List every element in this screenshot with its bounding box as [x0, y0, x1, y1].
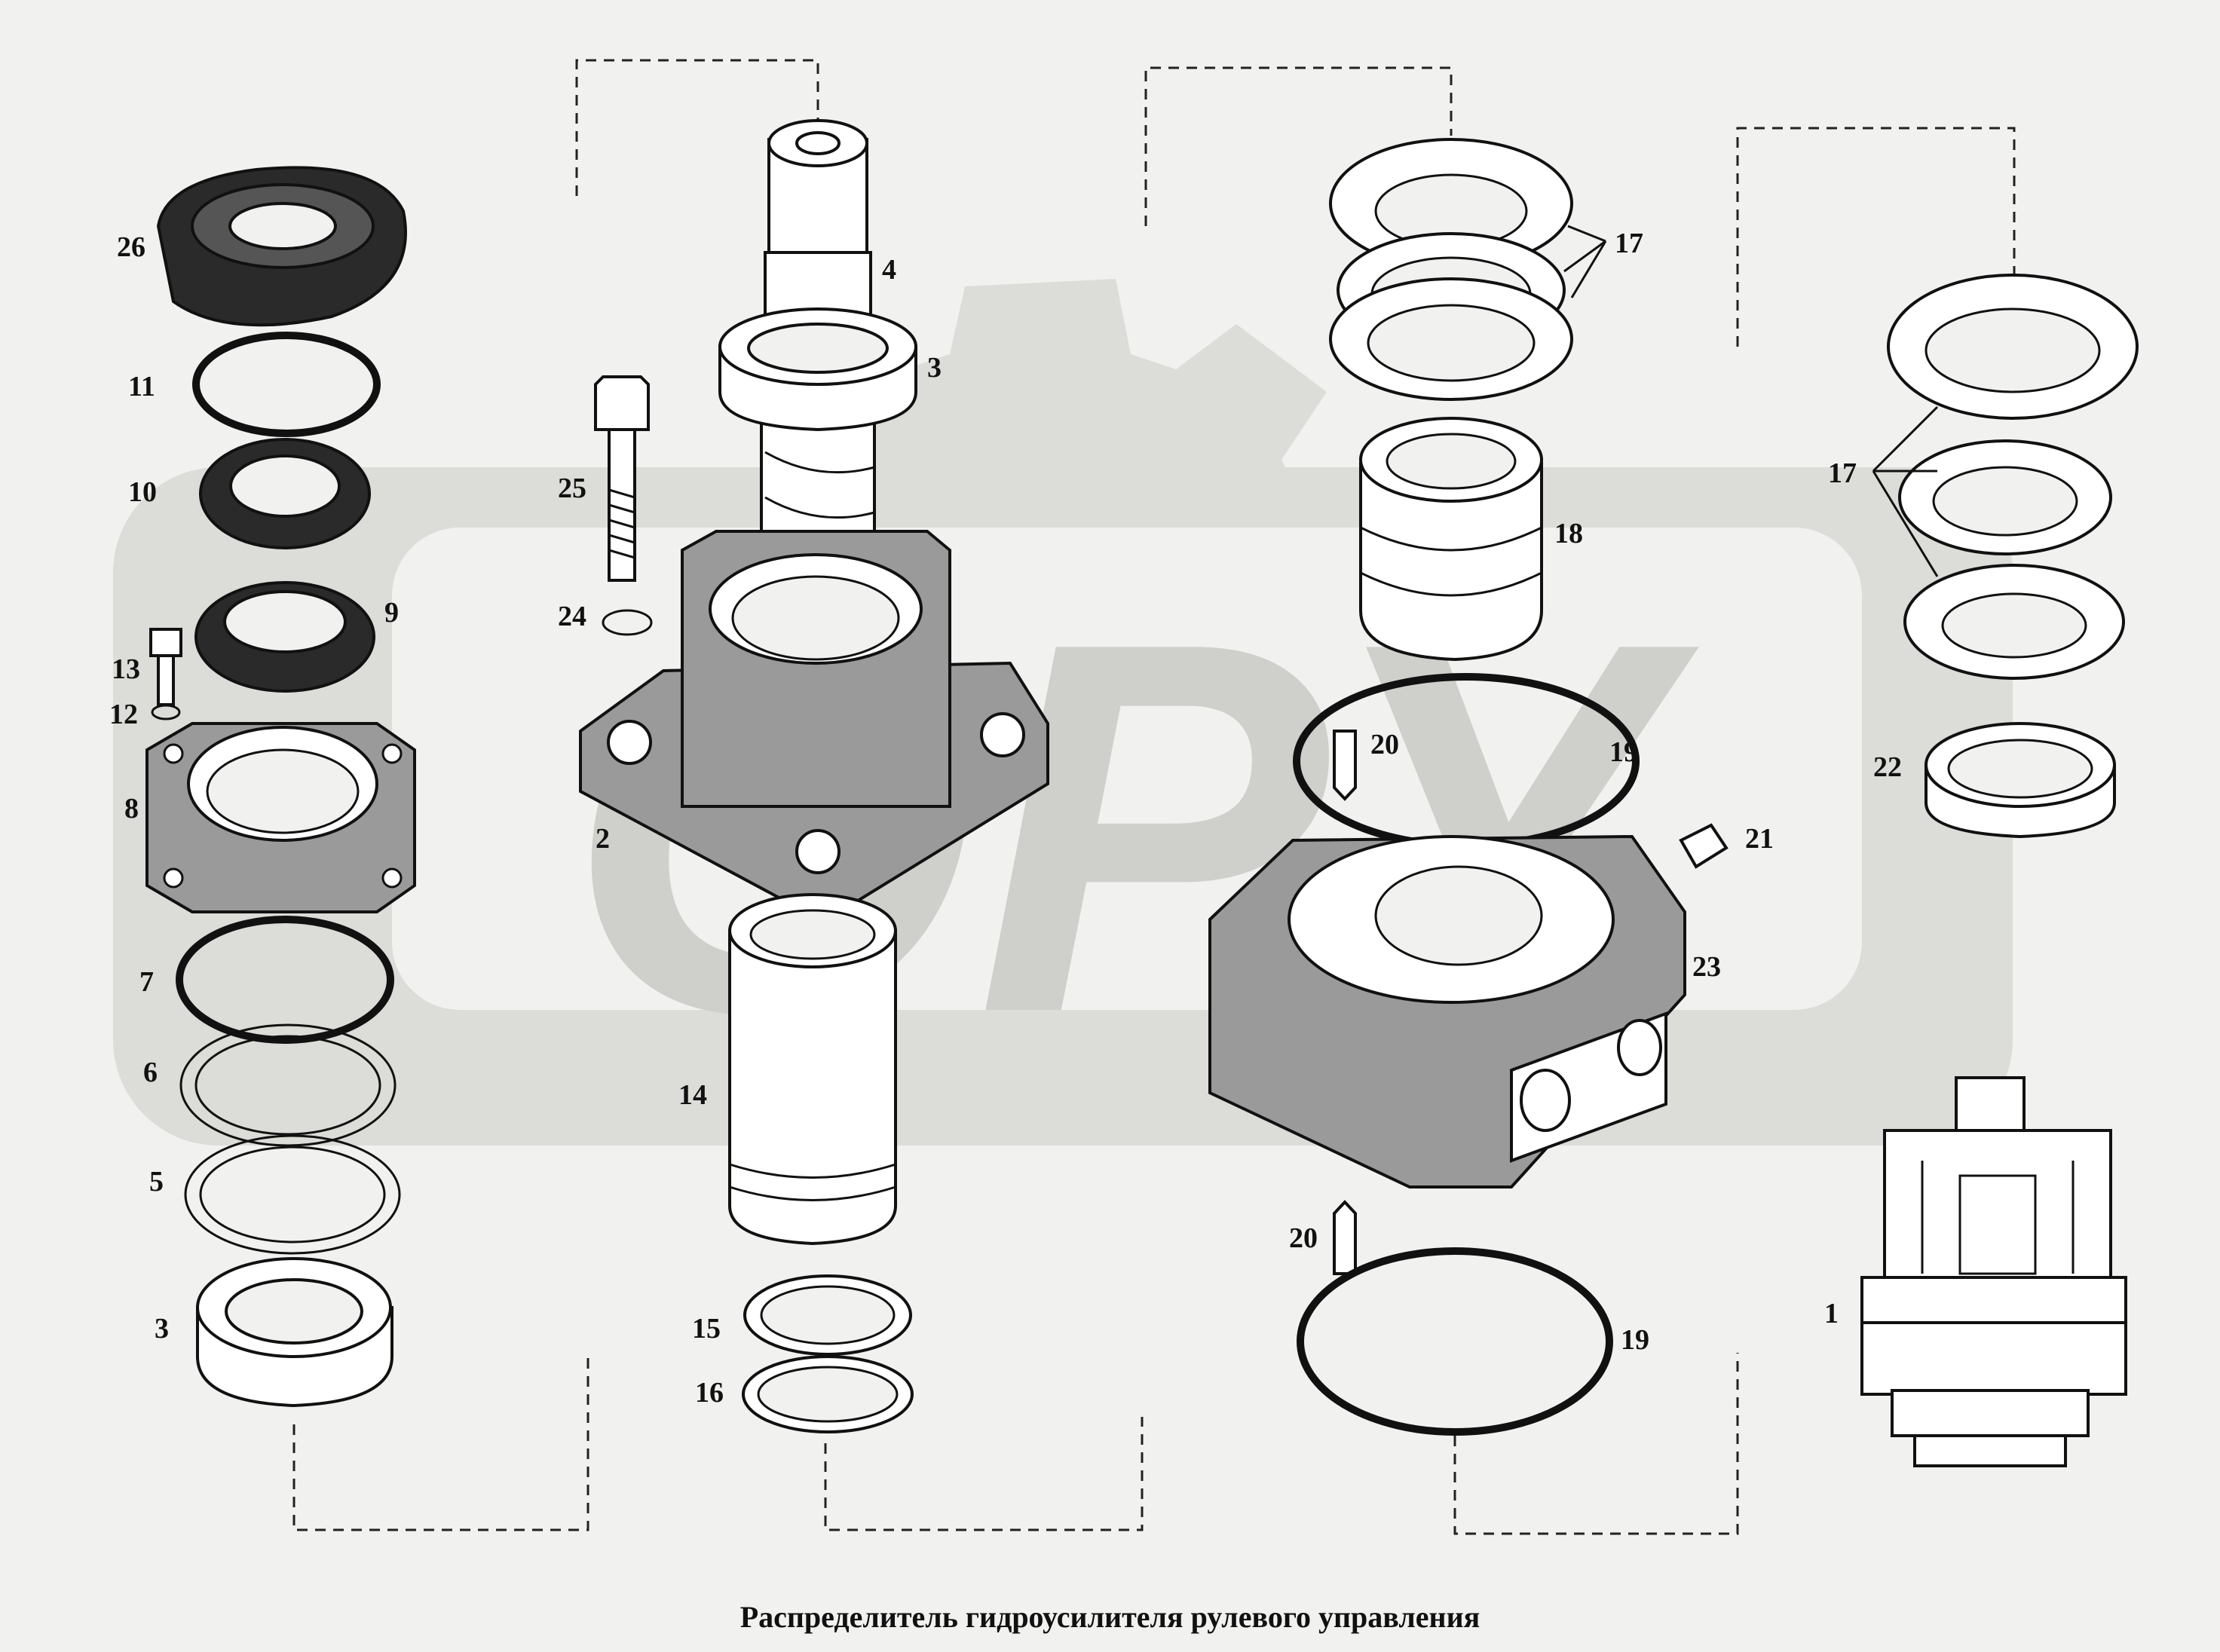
callout-21: 21: [1745, 823, 1774, 855]
callout-23: 23: [1692, 951, 1721, 983]
part-17-thrust-bearing-upper: [1329, 138, 1573, 401]
part-9-seal: [194, 581, 375, 693]
callout-19-upper: 19: [1609, 736, 1638, 768]
callout-22: 22: [1873, 751, 1902, 783]
callout-18: 18: [1554, 518, 1583, 549]
part-14-sleeve: [728, 893, 897, 1246]
part-16-ring: [742, 1355, 914, 1433]
callout-3-upper: 3: [927, 352, 942, 384]
callout-26: 26: [117, 231, 145, 263]
part-22-nut: [1925, 722, 2116, 839]
part-15-ring: [743, 1274, 912, 1356]
callout-15: 15: [692, 1313, 721, 1345]
callout-4: 4: [882, 254, 896, 286]
callout-16: 16: [695, 1377, 724, 1409]
part-20-pin-lower: [1333, 1200, 1357, 1275]
part-6-washer: [179, 1023, 397, 1147]
part-7-o-ring: [176, 916, 394, 1044]
callout-11: 11: [128, 371, 155, 402]
part-10-seal: [199, 438, 371, 549]
part-18-spacer-stack: [1359, 417, 1543, 662]
part-25-bolt: [594, 375, 650, 582]
callout-12: 12: [109, 699, 138, 730]
callout-25: 25: [558, 473, 586, 504]
callout-8: 8: [124, 793, 139, 824]
callout-arrows: [1563, 225, 1939, 577]
arrow-17-upper: [1563, 225, 1607, 298]
part-8-flange: [145, 722, 416, 913]
callout-9: 9: [384, 597, 399, 629]
callout-2: 2: [596, 823, 610, 855]
watermark-logo: ОРУ: [113, 279, 2013, 1146]
callout-7: 7: [139, 966, 154, 998]
part-1-valve-assembly: [1860, 1076, 2127, 1467]
callouts: 26 11 10 9 13 12 8 7 6 5 3 4 3 25 24 2 1…: [109, 228, 1902, 1409]
callout-6: 6: [143, 1057, 158, 1088]
part-26-oil-seal: [156, 166, 407, 327]
leader-shaft-top: [575, 59, 819, 196]
callout-5: 5: [149, 1166, 164, 1198]
leader-center-bottom: [824, 1417, 1144, 1531]
leader-lines: [292, 59, 2016, 1535]
part-2-housing: [579, 530, 1049, 906]
callout-10: 10: [128, 476, 157, 508]
part-11-snap-ring: [192, 332, 381, 437]
part-12-washer: [151, 704, 181, 720]
callout-17-right: 17: [1828, 457, 1857, 489]
part-5-washer: [184, 1134, 401, 1255]
part-21-plug: [1679, 823, 1729, 869]
part-20-pin-upper: [1333, 730, 1357, 801]
callout-19-lower: 19: [1621, 1324, 1649, 1356]
leader-right-bottom: [1453, 1353, 1739, 1535]
callout-13: 13: [112, 653, 140, 685]
part-3-bearing-lower: [196, 1257, 393, 1408]
callout-20-lower: 20: [1289, 1222, 1318, 1254]
callout-20-upper: 20: [1370, 729, 1399, 760]
arrow-17-right: [1872, 405, 1939, 577]
callout-1: 1: [1824, 1298, 1839, 1329]
callout-14: 14: [678, 1079, 707, 1111]
diagram-caption: Распределитель гидроусилителя рулевого у…: [739, 1600, 1481, 1634]
part-17-thrust-bearing-right: [1887, 274, 2139, 680]
part-3-bearing-upper: [718, 307, 917, 432]
leader-bearing-top: [1144, 66, 1453, 226]
callout-3-lower: 3: [155, 1313, 169, 1345]
callout-24: 24: [558, 601, 586, 632]
part-19-o-ring-lower: [1297, 1247, 1613, 1436]
leader-right-top: [1736, 127, 2016, 347]
callout-17-upper: 17: [1615, 228, 1643, 259]
part-24-washer: [602, 609, 653, 636]
part-23-valve-body: [1208, 834, 1686, 1189]
part-13-bolt: [149, 628, 182, 706]
